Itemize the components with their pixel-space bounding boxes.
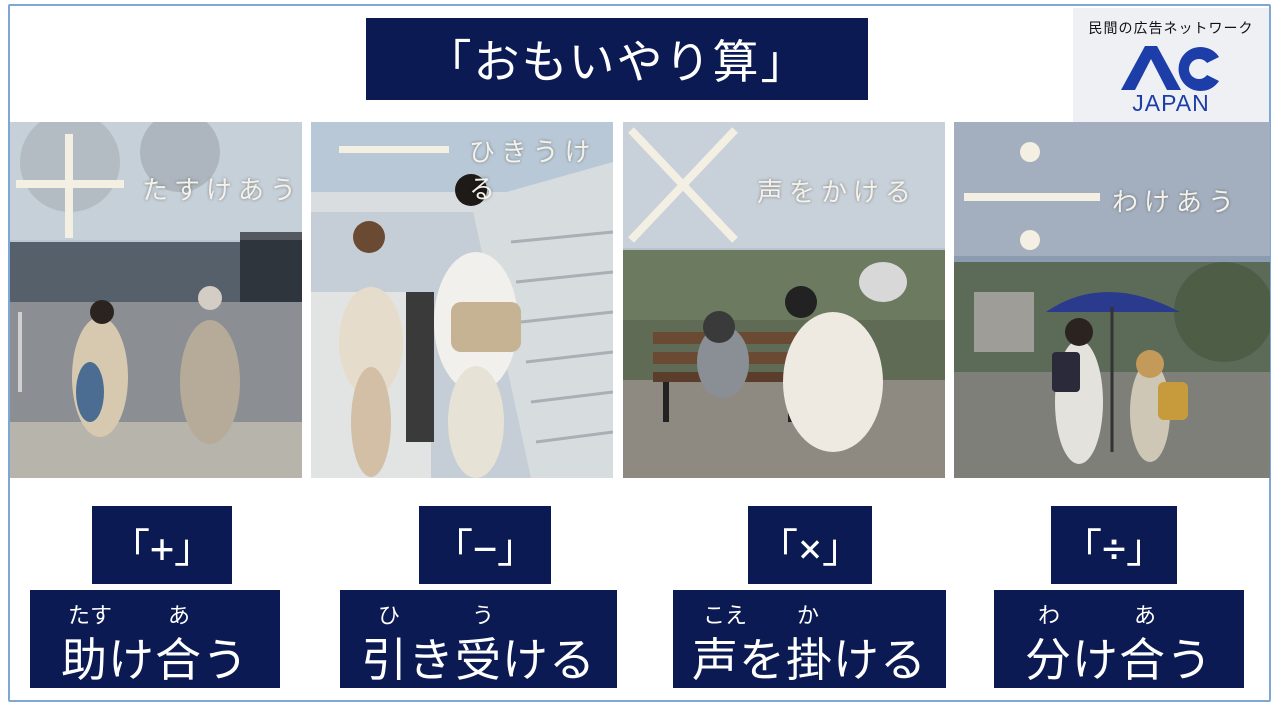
photo-panel-divide: わけあう	[954, 122, 1270, 478]
ac-logo-mark	[1073, 44, 1269, 96]
logo-tagline: 民間の広告ネットワーク	[1088, 21, 1254, 37]
scene-sharing-umbrella	[954, 122, 1270, 478]
ruby-reading: ひ	[378, 604, 401, 629]
scene-helping-elderly	[10, 122, 302, 478]
ruby-reading: わ	[1038, 604, 1061, 629]
ruby-reading: あ	[1134, 604, 1157, 629]
caption-koe-wo-kakeru: 声をかける	[757, 178, 918, 208]
ruby-text: わ あ	[994, 598, 1244, 629]
scene-park-bench	[623, 122, 945, 478]
word-label-wakeau: わ あ 分け合う	[994, 590, 1244, 688]
word-label-koe-wo-kakeru: こえ か 声を掛ける	[673, 590, 946, 688]
operator-divide-label: 「÷」	[1051, 506, 1177, 584]
ruby-reading: う	[472, 604, 495, 629]
caption-tasukeau: たすけあう	[142, 176, 302, 206]
slide-frame	[8, 4, 1271, 702]
minus-mark	[339, 146, 449, 153]
caption-hikiukeru: ひきうける	[469, 138, 597, 205]
scene-carrying-stroller	[311, 122, 613, 478]
ruby-reading: あ	[168, 604, 191, 629]
operator-minus-label: 「−」	[419, 506, 551, 584]
word-text: 声を掛ける	[692, 633, 927, 687]
photo-panel-minus: ひきうける	[311, 122, 613, 478]
logo-japan-text: JAPAN	[1132, 90, 1210, 116]
word-text: 分け合う	[1025, 633, 1213, 687]
ac-japan-logo: 民間の広告ネットワーク JAPAN	[1073, 8, 1269, 122]
ruby-text: ひ う	[340, 598, 617, 629]
ruby-text: こえ か	[673, 598, 946, 629]
word-text: 引き受ける	[361, 633, 596, 687]
word-label-hikiukeru: ひ う 引き受ける	[340, 590, 617, 688]
photo-panel-plus: たすけあう	[10, 122, 302, 478]
word-text: 助け合う	[61, 633, 249, 687]
slide-title: 「おもいやり算」	[366, 18, 868, 100]
word-label-tasukeau: たす あ 助け合う	[30, 590, 280, 688]
ruby-reading: か	[797, 604, 820, 629]
operator-plus-label: 「+」	[92, 506, 232, 584]
caption-wakeau: わけあう	[1112, 188, 1241, 218]
ruby-text: たす あ	[30, 598, 280, 629]
operator-times-label: 「×」	[748, 506, 872, 584]
ruby-reading: こえ	[703, 604, 748, 629]
photo-panel-times: 声をかける	[623, 122, 945, 478]
ruby-reading: たす	[68, 604, 113, 629]
